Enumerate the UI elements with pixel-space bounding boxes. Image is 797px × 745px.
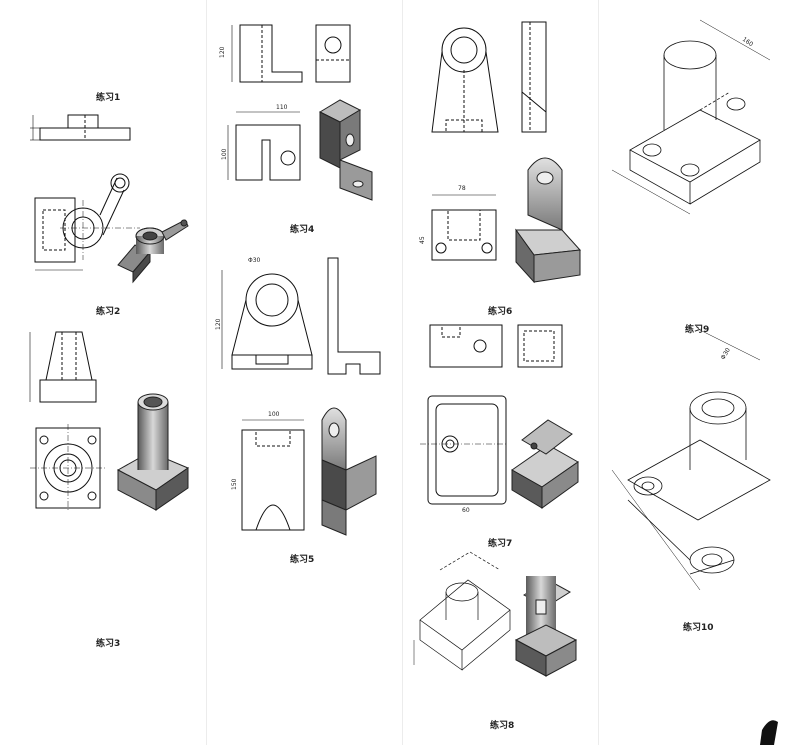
ex5-isometric (321, 407, 377, 536)
dim-ex5-bottom-width: 100 (268, 411, 280, 418)
column-divider (206, 0, 207, 745)
ex8-isometric-drawing (413, 551, 511, 671)
dim-ex6-height: 45 (419, 236, 426, 244)
exercise-label-4: 练习4 (290, 225, 315, 235)
ex4-front-view (231, 24, 303, 83)
ex10-isometric-drawing (611, 329, 771, 591)
ex5-side-view (327, 257, 381, 375)
ex3-isometric (116, 393, 190, 511)
ex4-top-view (227, 111, 301, 181)
dim-ex5-base: 150 (231, 478, 238, 490)
exercise-label-5: 练习5 (290, 555, 315, 565)
exercise-label-2: 练习2 (96, 307, 121, 317)
ex6-front-view (431, 27, 499, 133)
dim-ex10-hole: Φ30 (720, 347, 732, 361)
exercise-label-8: 练习8 (490, 721, 515, 731)
exercise-label-1: 练习1 (96, 93, 121, 103)
dim-ex7-width: 60 (462, 507, 470, 514)
exercise-label-10: 练习10 (683, 623, 714, 633)
ex2-isometric (117, 219, 189, 284)
ex4-side-view (315, 24, 351, 83)
ex5-top-view (241, 419, 305, 531)
ex5-front-view (221, 270, 313, 370)
ex4-isometric (318, 99, 373, 201)
ex7-isometric (511, 419, 579, 509)
ex1-front-view (30, 114, 131, 141)
dim-ex4-mid-height: 100 (221, 148, 228, 160)
dim-ex4-left-height: 120 (219, 46, 226, 58)
ex3-front-view (29, 331, 97, 403)
dim-ex6-width: 78 (458, 185, 466, 192)
corner-mark (760, 720, 778, 745)
column-divider (402, 0, 403, 745)
exercise-label-3: 练习3 (96, 639, 121, 649)
ex8-isometric (514, 576, 578, 677)
column-divider (598, 0, 599, 745)
exercise-label-7: 练习7 (488, 539, 513, 549)
ex6-side-view (521, 21, 547, 133)
exercise-label-9: 练习9 (685, 325, 710, 335)
ex7-front-view (429, 324, 563, 368)
ex6-top-view (431, 194, 497, 261)
ex7-top-view (420, 395, 507, 505)
dim-ex5-hole: Φ30 (248, 257, 261, 264)
ex6-isometric (515, 157, 582, 284)
ex9-isometric-drawing (611, 19, 771, 215)
dim-ex5-height: 120 (215, 318, 222, 330)
ex3-top-view (30, 424, 106, 512)
dim-ex4-top-width: 110 (276, 104, 288, 111)
exercise-label-6: 练习6 (488, 307, 513, 317)
dim-ex9-length: 160 (741, 36, 755, 48)
ex2-top-view (34, 173, 140, 271)
